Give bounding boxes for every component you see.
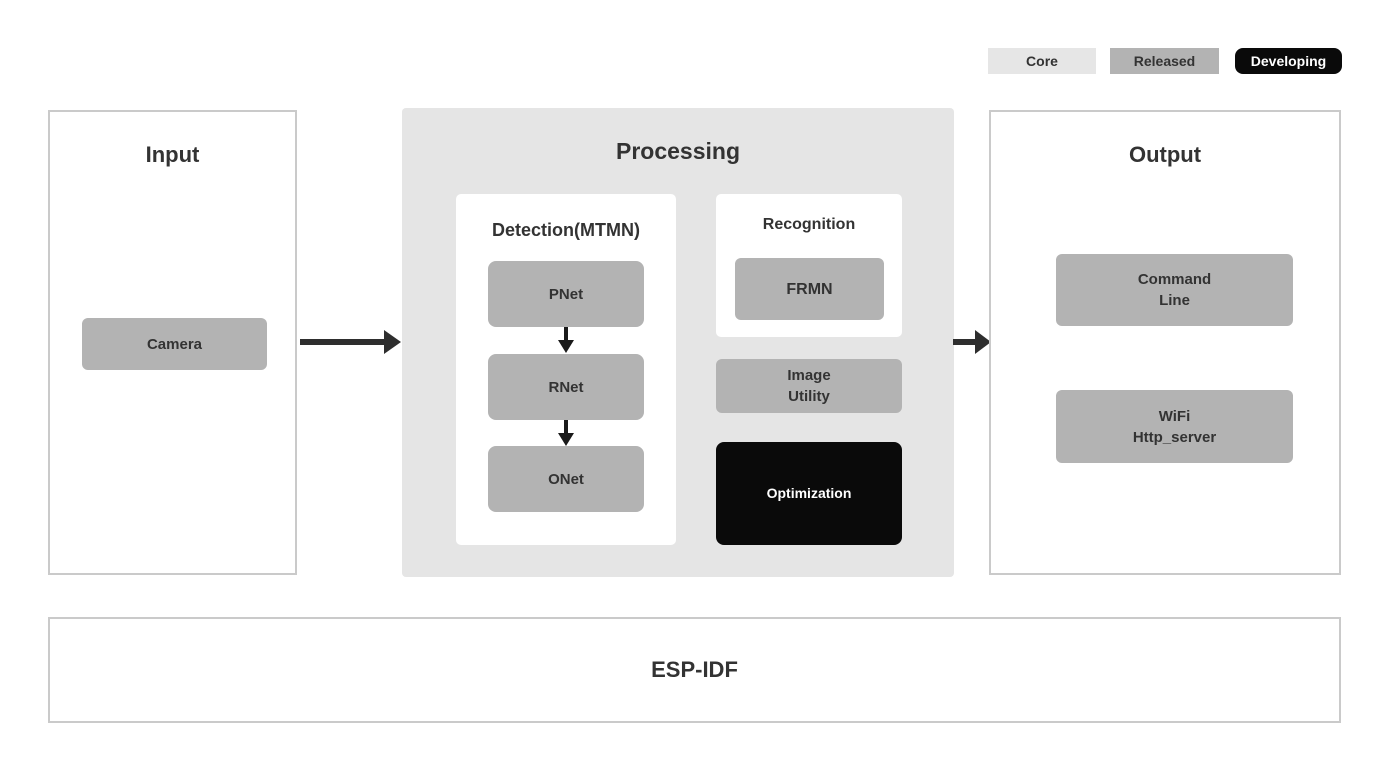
esp-idf-section: ESP-IDF: [48, 617, 1341, 723]
arrow-line: [564, 420, 568, 434]
legend-item-core: Core: [988, 48, 1096, 74]
wifi-http-server-node: WiFi Http_server: [1056, 390, 1293, 463]
arrow-line: [564, 327, 568, 341]
rnet-node: RNet: [488, 354, 644, 420]
legend-item-developing: Developing: [1235, 48, 1342, 74]
processing-section: Processing Detection(MTMN) PNet RNet ONe…: [402, 108, 954, 577]
arrow-line: [300, 339, 384, 345]
frmn-node: FRMN: [735, 258, 884, 320]
command-line-node: Command Line: [1056, 254, 1293, 326]
output-section: Output Command Line WiFi Http_server: [989, 110, 1341, 575]
detection-card: Detection(MTMN) PNet RNet ONet: [456, 194, 676, 545]
input-section-title: Input: [145, 142, 200, 167]
arrow-head-icon: [384, 330, 401, 354]
recognition-card: Recognition FRMN: [716, 194, 902, 337]
pnet-node: PNet: [488, 261, 644, 327]
processing-section-title: Processing: [616, 138, 740, 164]
detection-card-title: Detection(MTMN): [492, 220, 640, 240]
legend-item-released: Released: [1110, 48, 1219, 74]
arrow-head-icon: [558, 340, 574, 353]
arrow-head-icon: [975, 330, 991, 354]
camera-node: Camera: [82, 318, 267, 370]
recognition-card-title: Recognition: [762, 216, 856, 233]
arrow-line: [953, 339, 975, 345]
onet-node: ONet: [488, 446, 644, 512]
optimization-node: Optimization: [716, 442, 902, 545]
image-utility-node: Image Utility: [716, 359, 902, 413]
output-section-title: Output: [1128, 142, 1202, 167]
arrow-head-icon: [558, 433, 574, 446]
input-section: Input Camera: [48, 110, 297, 575]
esp-idf-title: ESP-IDF: [651, 657, 738, 682]
